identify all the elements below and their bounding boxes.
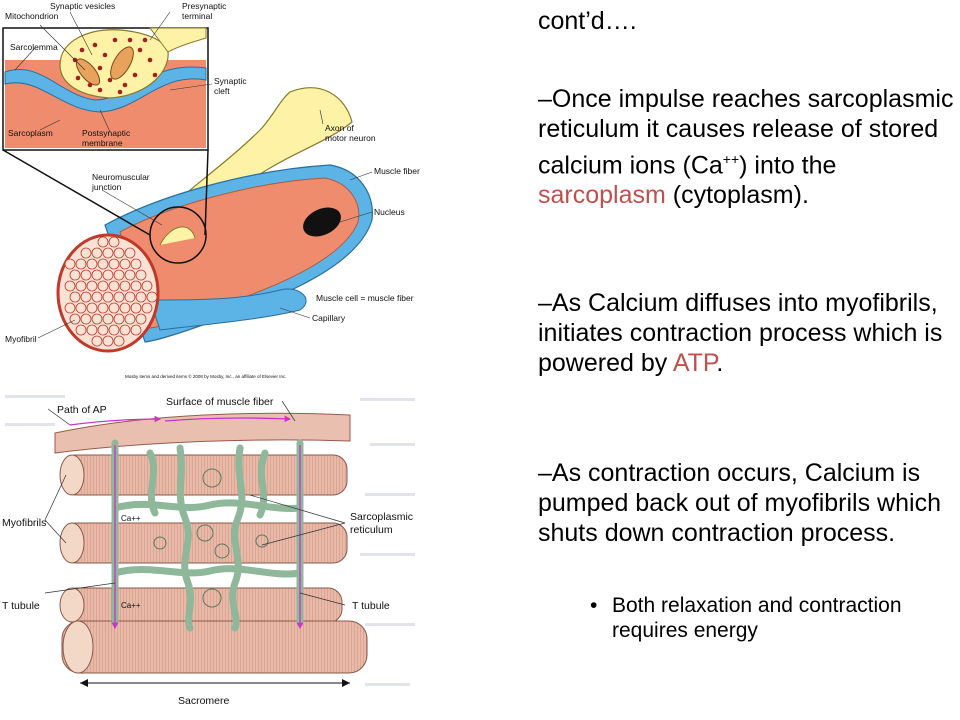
nucleus-shape: [303, 207, 341, 237]
label-sarcoplasm: Sarcoplasm: [8, 128, 53, 138]
bullet-text: Both relaxation and contraction requires…: [612, 594, 902, 642]
label-presynaptic: Presynaptic: [182, 1, 227, 11]
label-nucleus: Nucleus: [374, 207, 405, 217]
label-synaptic: Synaptic: [214, 76, 247, 86]
label-surface-of-muscle-fiber: Surface of muscle fiber: [166, 396, 274, 408]
slide-heading: cont’d….: [538, 7, 637, 35]
t-tubule-lines: [69, 415, 304, 630]
label-ca-lower: Ca++: [121, 601, 141, 610]
label-reticulum: reticulum: [350, 524, 393, 536]
label-mitochondrion: Mitochondrion: [5, 11, 59, 21]
paragraph-calcium-diffusion: –As Calcium diffuses into myofibrils, in…: [538, 289, 943, 377]
paragraph-calcium-release: –Once impulse reaches sarcoplasmic retic…: [538, 85, 954, 210]
label-muscle-fiber: Muscle fiber: [374, 166, 420, 176]
paragraph-calcium-pump: –As contraction occurs, Calcium is pumpe…: [538, 459, 941, 547]
label-axon-2: motor neuron: [325, 133, 376, 143]
label-axon-1: Axon of: [325, 123, 354, 133]
figure-credit: Mosby items and derived items © 2008 by …: [125, 373, 286, 379]
label-sarcolemma: Sarcolemma: [10, 42, 58, 52]
label-myofibrils: Myofibrils: [2, 517, 46, 529]
bullet-marker: •: [590, 594, 598, 617]
sarcoplasmic-reticulum-figure: Path of AP Surface of muscle fiber Myofi…: [0, 383, 422, 720]
label-t-tubule-left: T tubule: [2, 600, 40, 612]
label-terminal: terminal: [182, 11, 212, 21]
neuromuscular-junction-figure: Synaptic vesicles Presynaptic terminal M…: [2, 1, 420, 379]
label-junction: junction: [91, 182, 122, 192]
term-sarcoplasm: sarcoplasm: [538, 181, 666, 210]
label-path-of-ap: Path of AP: [57, 404, 107, 416]
label-sacromere: Sacromere: [178, 695, 230, 707]
label-synaptic-vesicles: Synaptic vesicles: [50, 1, 115, 11]
label-membrane: membrane: [82, 138, 123, 148]
label-postsynaptic: Postsynaptic: [82, 128, 131, 138]
reticulum-network: [111, 439, 304, 632]
label-t-tubule-right: T tubule: [352, 600, 390, 612]
myofibril-dots: [64, 236, 158, 347]
label-myofibril: Myofibril: [5, 334, 37, 344]
label-neuromuscular: Neuromuscular: [92, 172, 150, 182]
myofibril-cylinders: [59, 454, 368, 674]
term-atp: ATP: [672, 349, 717, 377]
label-ca-upper: Ca++: [121, 514, 141, 523]
label-cleft: cleft: [214, 86, 230, 96]
label-sarcoplasmic: Sarcoplasmic: [350, 511, 413, 523]
label-muscle-cell: Muscle cell = muscle fiber: [316, 293, 414, 303]
capillary: [149, 288, 307, 331]
label-capillary: Capillary: [312, 313, 346, 323]
